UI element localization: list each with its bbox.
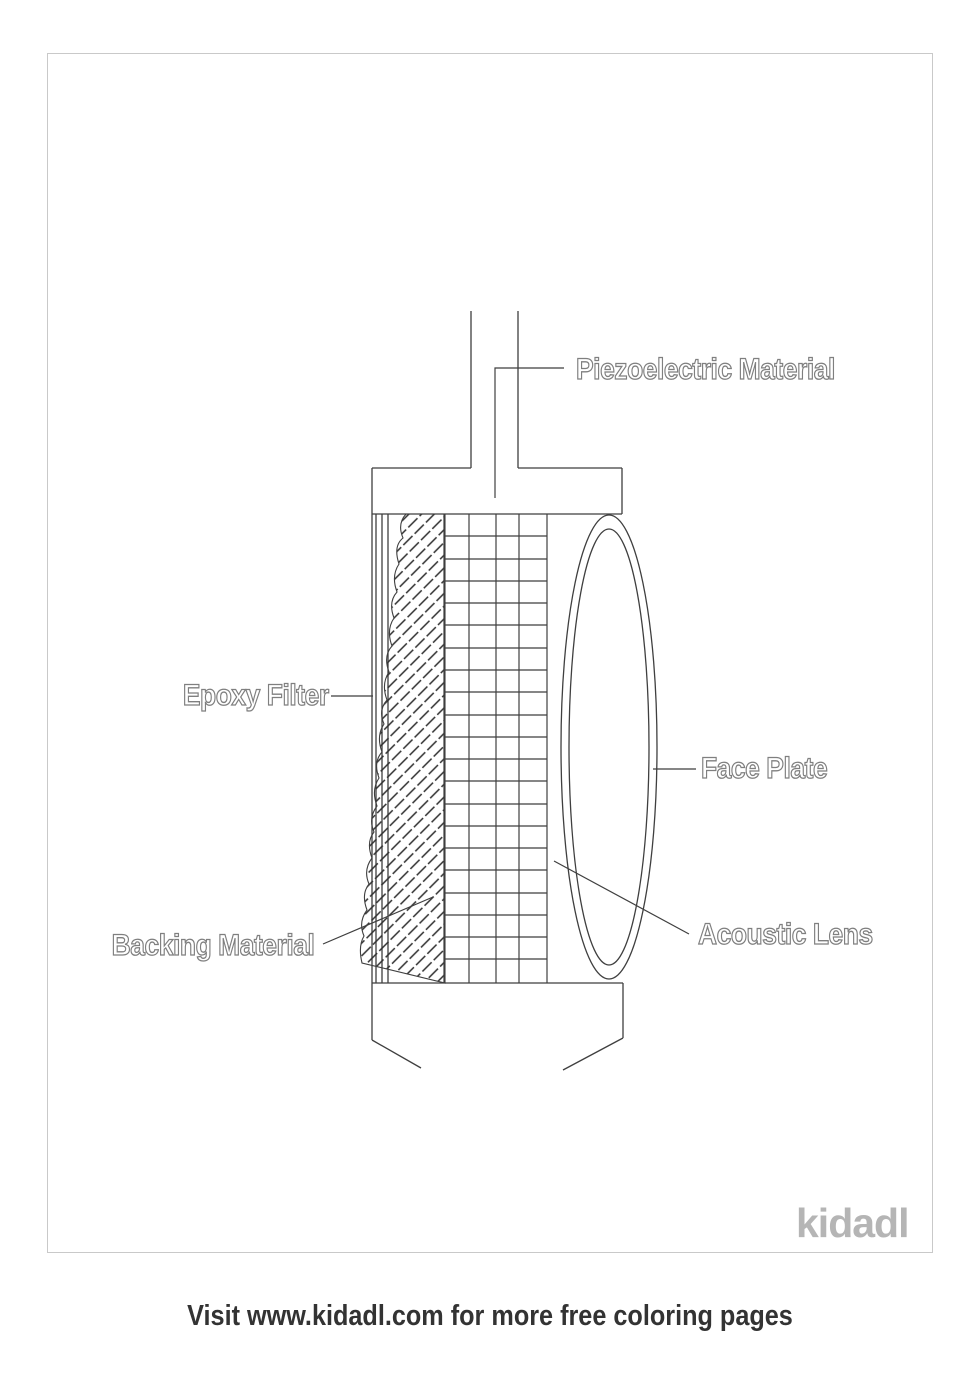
kidadl-watermark: kidadl: [796, 1200, 909, 1246]
cable-lines: [470, 311, 519, 468]
epoxy-filter-layers: [371, 514, 389, 983]
piezoelectric-grid: [443, 514, 548, 983]
leader-acoustic-lens: [553, 860, 690, 935]
leader-lines: [322, 367, 696, 945]
label-piezoelectric-material: Piezoelectric Material: [575, 352, 835, 386]
label-acoustic-lens: Acoustic Lens: [697, 917, 873, 951]
bottom-flange: [371, 982, 624, 1071]
label-face-plate: Face Plate: [700, 751, 828, 785]
top-flange: [371, 467, 623, 515]
leader-backing-material: [322, 896, 434, 945]
label-epoxy-filter: Epoxy Filter: [183, 678, 330, 712]
face-plate-ellipse: [560, 514, 658, 980]
transducer-diagram: [322, 311, 696, 1071]
leader-piezoelectric: [494, 367, 564, 498]
footer-caption: Visit www.kidadl.com for more free color…: [187, 1300, 793, 1332]
label-backing-material: Backing Material: [111, 928, 315, 962]
page-sheet: Piezoelectric Material Epoxy Filter Face…: [47, 53, 933, 1253]
backing-material-hatch: [359, 513, 446, 984]
